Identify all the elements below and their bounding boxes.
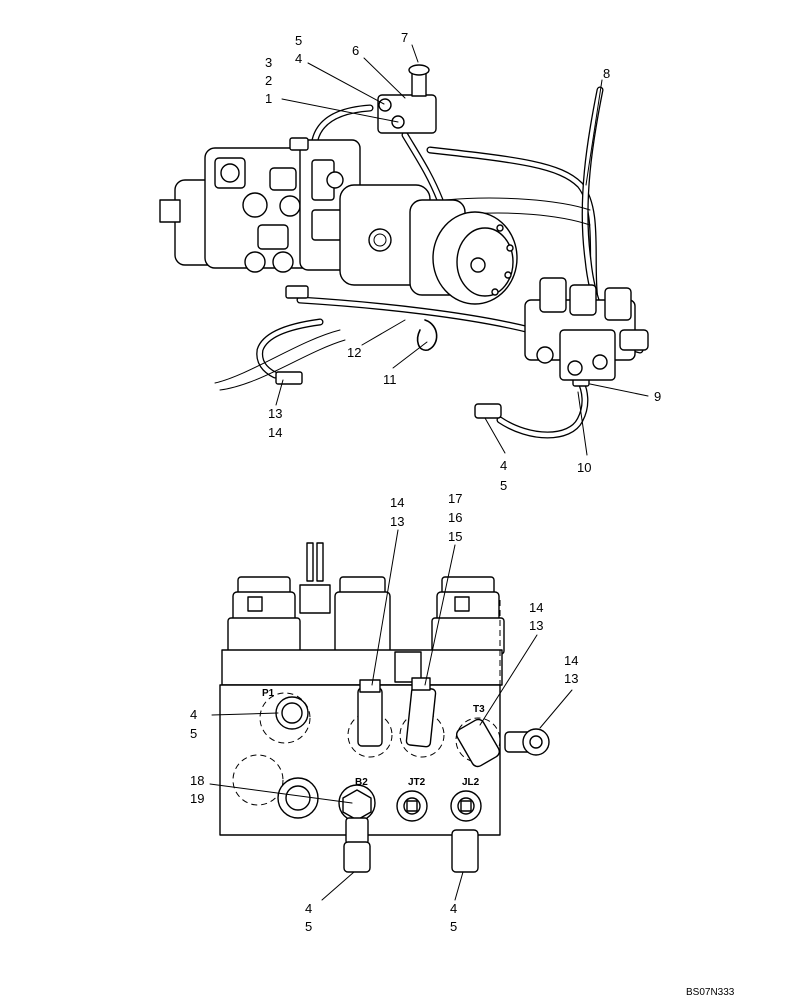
callout-4-p1: 4 — [190, 707, 197, 722]
callout-13-t3: 13 — [529, 618, 543, 633]
callout-5b: 5 — [500, 478, 507, 493]
port-jl2: JL2 — [450, 777, 482, 873]
callout-2: 2 — [265, 73, 272, 88]
callout-13-right: 13 — [564, 671, 578, 686]
callout-15: 15 — [448, 529, 462, 544]
callout-5: 5 — [295, 33, 302, 48]
drive-motor — [339, 184, 518, 305]
callout-13-top: 13 — [390, 514, 404, 529]
callout-14-t3: 14 — [529, 600, 543, 615]
callout-9: 9 — [654, 389, 661, 404]
callout-4-b2: 4 — [305, 901, 312, 916]
callout-14-top: 14 — [390, 495, 404, 510]
callout-7: 7 — [401, 30, 408, 45]
callout-5-jl2: 5 — [450, 919, 457, 934]
callout-14-right: 14 — [564, 653, 578, 668]
leader-lines-lower — [209, 529, 573, 901]
svg-text:JL2: JL2 — [462, 777, 480, 788]
solenoid-right — [431, 576, 505, 655]
callout-16: 16 — [448, 510, 462, 525]
pump-left — [159, 139, 361, 273]
hose-lower-left — [214, 296, 534, 391]
svg-text:B2: B2 — [355, 777, 368, 788]
callout-5-b2: 5 — [305, 919, 312, 934]
control-valve-upper — [524, 277, 649, 381]
callout-17: 17 — [448, 491, 462, 506]
callout-8: 8 — [603, 66, 610, 81]
callout-3: 3 — [265, 55, 272, 70]
callout-18: 18 — [190, 773, 204, 788]
port-jt2: JT2 — [396, 777, 428, 822]
solenoid-center — [299, 576, 391, 655]
svg-text:T3: T3 — [473, 704, 485, 715]
callout-6: 6 — [352, 43, 359, 58]
callouts-lower: 14 13 17 16 15 14 13 14 13 4 5 18 19 4 5… — [190, 491, 578, 934]
solenoid-left — [227, 576, 301, 655]
callout-5-p1: 5 — [190, 726, 197, 741]
callout-10: 10 — [577, 460, 591, 475]
hose-bottom-right — [496, 376, 589, 439]
callout-1: 1 — [265, 91, 272, 106]
port-p1: P1 — [262, 688, 309, 730]
port-b2: B2 — [338, 777, 376, 873]
callout-13: 13 — [268, 406, 282, 421]
port-plug — [277, 777, 319, 819]
fitting-top-center — [347, 679, 393, 758]
svg-text:JT2: JT2 — [408, 777, 426, 788]
top-valve — [377, 64, 437, 134]
callout-11: 11 — [383, 372, 397, 387]
callout-19: 19 — [190, 791, 204, 806]
callout-12: 12 — [347, 345, 361, 360]
callouts-upper: 5 4 3 2 1 6 7 8 9 10 11 12 13 14 4 5 — [265, 30, 661, 493]
upper-assembly — [159, 44, 649, 456]
drawing-reference: BS07N333 — [686, 987, 735, 998]
callout-4b: 4 — [500, 458, 507, 473]
callout-4: 4 — [295, 51, 302, 66]
port-t3: T3 — [455, 704, 550, 768]
callout-14: 14 — [268, 425, 282, 440]
leader-lines-upper — [275, 44, 649, 456]
lower-valve-detail: P1 T3 — [209, 529, 573, 901]
hose-clamp — [416, 319, 438, 351]
callout-4-jl2: 4 — [450, 901, 457, 916]
svg-text:P1: P1 — [262, 688, 275, 699]
